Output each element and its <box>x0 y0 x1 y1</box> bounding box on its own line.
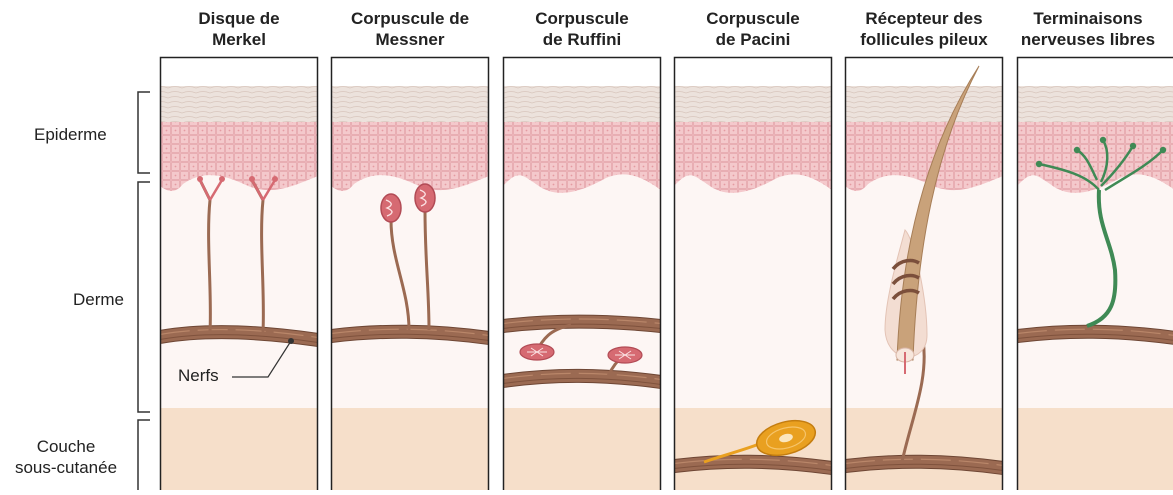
hypodermis-layer <box>331 408 489 490</box>
panel-hair-follicle <box>845 57 1003 490</box>
panel-free-endings <box>1017 57 1173 490</box>
label-hypodermis-line2: sous-cutanée <box>4 457 128 478</box>
panel-ruffini <box>503 57 661 490</box>
free-ending-tip <box>1074 147 1080 153</box>
stratum-corneum <box>331 86 489 122</box>
title-free-line2: nerveuses libres <box>1003 29 1173 50</box>
stratum-corneum <box>503 86 661 122</box>
hypodermis-layer <box>674 408 832 490</box>
hypodermis-layer <box>503 408 661 490</box>
title-merkel-line1: Disque de <box>154 8 324 29</box>
title-hair-line1: Récepteur des <box>839 8 1009 29</box>
stratum-corneum <box>1017 86 1173 122</box>
stratum-corneum <box>674 86 832 122</box>
epidermis-layer <box>845 122 1003 191</box>
label-hypodermis: Couche sous-cutanée <box>4 436 128 478</box>
title-hair-line2: follicules pileux <box>839 29 1009 50</box>
title-pacini-line1: Corpuscule <box>668 8 838 29</box>
merkel-disc <box>249 176 255 182</box>
epidermis-layer <box>160 122 318 191</box>
title-free-line1: Terminaisons <box>1003 8 1173 29</box>
messner-corpuscle <box>381 194 401 222</box>
merkel-disc <box>272 176 278 182</box>
title-ruffini-line2: de Ruffini <box>497 29 667 50</box>
title-pacini-line2: de Pacini <box>668 29 838 50</box>
free-ending-tip <box>1036 161 1042 167</box>
title-messner-line2: Messner <box>325 29 495 50</box>
stratum-corneum <box>160 86 318 122</box>
hypodermis-layer <box>1017 408 1173 490</box>
label-nerves: Nerfs <box>178 366 219 386</box>
epidermis-layer <box>331 122 489 191</box>
stratum-corneum <box>845 86 1003 122</box>
title-ruffini-line1: Corpuscule <box>497 8 667 29</box>
panel-messner <box>331 57 489 490</box>
messner-corpuscle <box>415 184 435 212</box>
free-ending-tip <box>1100 137 1106 143</box>
layer-brackets <box>138 92 150 490</box>
merkel-disc <box>197 176 203 182</box>
hypodermis-layer <box>160 408 318 490</box>
bracket-dermis <box>138 182 150 412</box>
merkel-disc <box>219 176 225 182</box>
bracket-hypodermis <box>138 420 150 490</box>
hypodermis-layer <box>845 408 1003 490</box>
free-ending-tip <box>1130 143 1136 149</box>
label-epidermis: Epiderme <box>34 124 107 145</box>
free-ending-tip <box>1160 147 1166 153</box>
label-dermis: Derme <box>73 289 124 310</box>
title-merkel-line2: Merkel <box>154 29 324 50</box>
label-hypodermis-line1: Couche <box>4 436 128 457</box>
panel-merkel <box>160 57 318 490</box>
bracket-epidermis <box>138 92 150 173</box>
title-messner-line1: Corpuscule de <box>325 8 495 29</box>
